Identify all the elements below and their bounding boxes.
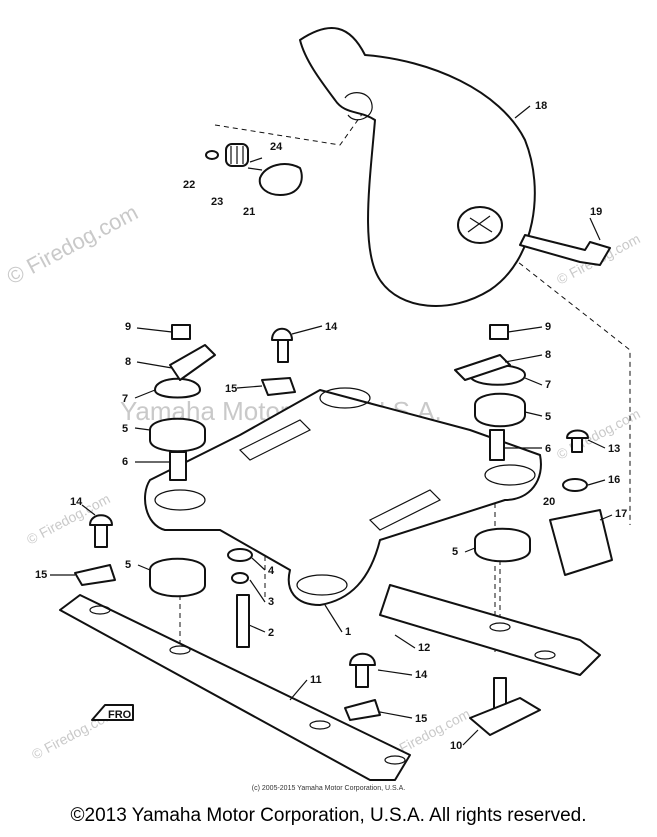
callout-12: 12 bbox=[418, 642, 430, 654]
callout-24: 24 bbox=[270, 141, 283, 153]
rubber-mounts bbox=[149, 364, 531, 598]
fan-shroud bbox=[299, 27, 536, 307]
skid-plates bbox=[59, 584, 601, 781]
callout-8-left: 8 bbox=[125, 356, 131, 368]
front-arrow: FRO bbox=[91, 704, 134, 721]
callout-20: 20 bbox=[543, 496, 555, 508]
callout-7-left: 7 bbox=[122, 393, 128, 405]
callout-15-top: 15 bbox=[225, 383, 237, 395]
callout-5-upper-right: 5 bbox=[545, 411, 551, 423]
watermark-firedog: © Firedog.com bbox=[3, 199, 142, 289]
callout-15-left: 15 bbox=[35, 569, 47, 581]
callouts: 18 19 24 22 23 21 9 14 9 8 8 15 7 7 5 5 … bbox=[35, 100, 627, 752]
callout-9-left: 9 bbox=[125, 321, 131, 333]
callout-17: 17 bbox=[615, 508, 627, 520]
callout-14-left: 14 bbox=[70, 496, 83, 508]
callout-13: 13 bbox=[608, 443, 620, 455]
callout-9-right: 9 bbox=[545, 321, 551, 333]
callout-18: 18 bbox=[535, 100, 547, 112]
callout-10: 10 bbox=[450, 740, 462, 752]
callout-4: 4 bbox=[268, 565, 275, 577]
brackets bbox=[74, 344, 613, 736]
callout-6-right: 6 bbox=[545, 443, 551, 455]
callout-11: 11 bbox=[310, 674, 322, 686]
small-parts-21-24 bbox=[205, 143, 303, 196]
bolts-and-nuts bbox=[89, 324, 589, 719]
callout-23: 23 bbox=[211, 196, 223, 208]
callout-16: 16 bbox=[608, 474, 620, 486]
callout-21: 21 bbox=[243, 206, 255, 218]
copyright-notice: ©2013 Yamaha Motor Corporation, U.S.A. A… bbox=[70, 805, 587, 826]
engine-mount-plate bbox=[144, 387, 542, 606]
callout-8-right: 8 bbox=[545, 349, 551, 361]
callout-3: 3 bbox=[268, 596, 274, 608]
callout-1: 1 bbox=[345, 626, 351, 638]
callout-14-top: 14 bbox=[325, 321, 338, 333]
callout-14-bottom: 14 bbox=[415, 669, 428, 681]
callout-19: 19 bbox=[590, 206, 602, 218]
copyright-small: (c) 2005-2015 Yamaha Motor Corporation, … bbox=[251, 785, 406, 792]
callout-7-right: 7 bbox=[545, 379, 551, 391]
callout-5-upper-left: 5 bbox=[122, 423, 128, 435]
callout-15-bottom: 15 bbox=[415, 713, 427, 725]
callout-2: 2 bbox=[268, 627, 274, 639]
pin-19 bbox=[519, 234, 611, 266]
callout-6-left: 6 bbox=[122, 456, 128, 468]
callout-22: 22 bbox=[183, 179, 195, 191]
callout-5-lower-right: 5 bbox=[452, 546, 458, 558]
front-label: FRO bbox=[108, 709, 132, 721]
callout-5-lower-left: 5 bbox=[125, 559, 131, 571]
